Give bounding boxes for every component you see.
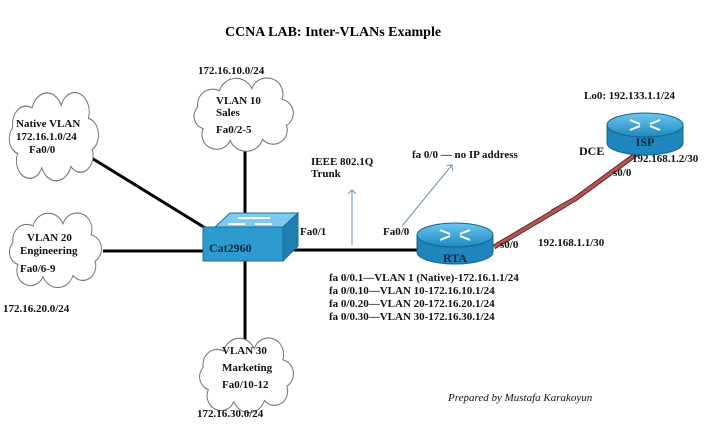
native-vlan-name: Native VLAN (16, 118, 80, 130)
router-rta[interactable]: RTA (416, 222, 494, 265)
rta-fa-port: Fa0/0 (383, 226, 410, 238)
vlan20-network: 172.16.20.0/24 (3, 303, 70, 315)
switch-trunk-port: Fa0/1 (300, 226, 326, 238)
isp-loopback: Lo0: 192.133.1.1/24 (584, 90, 676, 102)
vlan30-ports: Fa0/10-12 (222, 379, 269, 391)
isp-serial-ip: 192.168.1.2/30 (632, 153, 699, 165)
vlan20-ports: Fa0/6-9 (20, 263, 56, 275)
switch-cat2960[interactable]: Cat2960 (202, 211, 300, 263)
isp-label: ISP (636, 135, 655, 149)
switch-arrows-icon (228, 217, 272, 225)
vlan30-name: VLAN 30 (222, 345, 267, 357)
router-arrows-icon (629, 119, 661, 131)
subinterface-vlan30: fa 0/0.30—VLAN 30-172.16.30.1/24 (329, 311, 495, 323)
no-ip-arrow (401, 165, 452, 227)
native-vlan-port: Fa0/0 (29, 144, 56, 156)
isp-dce-label: DCE (579, 144, 604, 158)
router-isp[interactable]: ISP (606, 112, 684, 156)
rta-serial-ip: 192.168.1.1/30 (538, 237, 605, 249)
rta-label: RTA (443, 251, 467, 265)
cloud-vlan30: VLAN 30 Marketing Fa0/10-12 (199, 337, 294, 414)
cloud-vlan10: VLAN 10 Sales Fa0/2-5 (193, 77, 294, 152)
vlan20-name: VLAN 20 (27, 232, 72, 244)
switch-label: Cat2960 (209, 241, 252, 255)
isp-serial-port: s0/0 (613, 167, 632, 179)
subinterface-vlan10: fa 0/0.10—VLAN 10-172.16.10.1/24 (329, 285, 495, 297)
vlan20-dept: Engineering (20, 245, 78, 257)
trunk-label-line1: IEEE 802.1Q (311, 156, 374, 168)
diagram-title: CCNA LAB: Inter-VLANs Example (225, 25, 441, 40)
cloud-native-vlan: Native VLAN 172.16.1.0/24 Fa0/0 (8, 91, 100, 182)
link-switch-native (89, 155, 216, 236)
fa-no-ip-label: fa 0/0 — no IP address (412, 149, 519, 161)
rta-serial-port: s0/0 (500, 239, 519, 251)
cloud-vlan20: VLAN 20 Engineering Fa0/6-9 (8, 212, 103, 289)
vlan10-ports: Fa0/2-5 (216, 124, 252, 136)
trunk-label-line2: Trunk (311, 168, 342, 180)
subinterface-vlan20: fa 0/0.20—VLAN 20-172.16.20.1/24 (329, 298, 495, 310)
router-arrows-icon (439, 229, 471, 241)
vlan10-name: VLAN 10 (216, 95, 261, 107)
author-credit: Prepared by Mustafa Karakoyun (447, 392, 593, 404)
subinterface-native: fa 0/0.1—VLAN 1 (Native)-172.16.1.1/24 (329, 272, 519, 284)
vlan30-dept: Marketing (222, 362, 273, 374)
vlan10-dept: Sales (216, 107, 241, 119)
vlan30-network: 172.16.30.0/24 (197, 408, 264, 420)
vlan10-network: 172.16.10.0/24 (198, 65, 265, 77)
native-vlan-network: 172.16.1.0/24 (16, 131, 77, 143)
